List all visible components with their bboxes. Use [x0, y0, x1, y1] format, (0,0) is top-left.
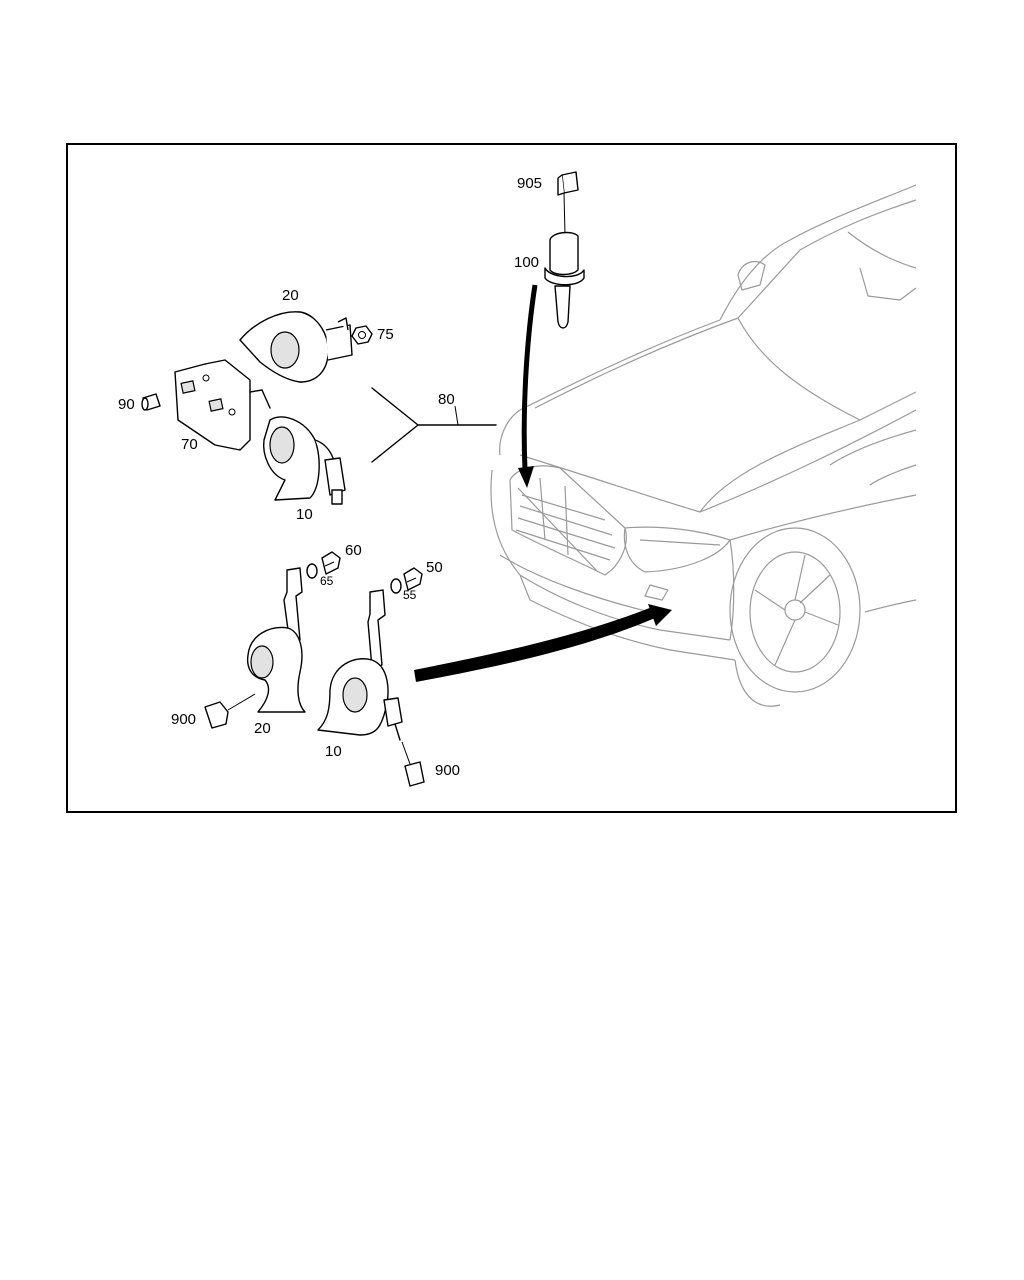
nut-icon [351, 325, 373, 345]
label-70: 70 [181, 436, 198, 453]
label-20-bottom: 20 [254, 720, 271, 737]
connector-icon [204, 693, 425, 787]
label-65: 65 [320, 574, 334, 588]
label-90: 90 [118, 396, 135, 413]
bracket-icon [174, 359, 271, 451]
horn-icon [263, 416, 346, 505]
label-10-bottom: 10 [325, 743, 342, 760]
label-905: 905 [517, 175, 542, 192]
group-bracket-80 [371, 387, 497, 463]
label-75: 75 [377, 326, 394, 343]
arrow-to-bumper [414, 604, 672, 682]
horn-icon [246, 567, 306, 713]
screw-icon [390, 567, 423, 594]
label-20-top: 20 [282, 287, 299, 304]
arrow-to-grille [518, 284, 538, 488]
label-900-left: 900 [171, 711, 196, 728]
horn-icon [317, 589, 403, 741]
label-60: 60 [345, 542, 362, 559]
horn-icon [239, 311, 353, 383]
screw-icon [306, 551, 341, 579]
label-900-right: 900 [435, 762, 460, 779]
connector-icon [141, 393, 161, 411]
label-100: 100 [514, 254, 539, 271]
label-50: 50 [426, 559, 443, 576]
diagram-frame [66, 143, 957, 813]
label-10-top: 10 [296, 506, 313, 523]
label-55: 55 [403, 588, 417, 602]
temperature-sensor-icon [544, 171, 585, 329]
label-80: 80 [438, 391, 455, 408]
